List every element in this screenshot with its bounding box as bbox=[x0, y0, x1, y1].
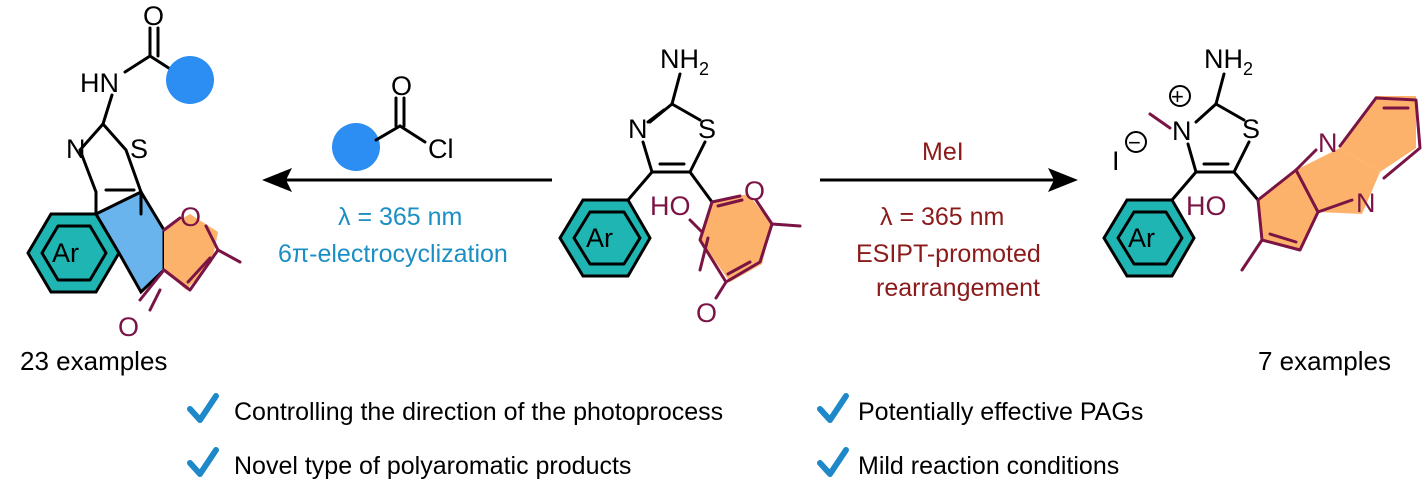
reagent-cl: Cl bbox=[428, 134, 454, 164]
sm-ar-label: Ar bbox=[586, 223, 613, 253]
feature-item: Novel type of polyaromatic products bbox=[187, 447, 631, 480]
acyl-chloride-reagent: O Cl bbox=[332, 71, 454, 171]
right-wavelength: λ = 365 nm bbox=[880, 203, 1004, 231]
svg-text:+: + bbox=[1171, 84, 1184, 109]
rp-n-plus: N bbox=[1172, 116, 1192, 146]
left-ar-label: Ar bbox=[52, 238, 79, 268]
sm-carbonyl-o: O bbox=[696, 298, 717, 328]
reagent-o: O bbox=[391, 71, 412, 101]
right-arrow bbox=[820, 168, 1078, 192]
feature-text: Controlling the direction of the photopr… bbox=[234, 398, 723, 426]
sm-thiazole-n: N bbox=[628, 114, 648, 144]
left-arrow bbox=[262, 168, 552, 192]
starting-material: NH2 N S Ar HO O O bbox=[558, 44, 802, 328]
left-r-group-circle bbox=[166, 56, 214, 104]
rp-pyrazine-n1: N bbox=[1318, 128, 1338, 158]
rp-iodide: I bbox=[1112, 146, 1120, 176]
sm-pyranone-ring bbox=[700, 194, 772, 282]
right-reagent: MeI bbox=[922, 138, 964, 166]
feature-list: Controlling the direction of the photopr… bbox=[187, 393, 1143, 480]
left-pyranone-ring bbox=[164, 214, 218, 290]
left-thiazole-s: S bbox=[130, 134, 148, 164]
left-wavelength: λ = 365 nm bbox=[338, 203, 462, 231]
sm-ring-o: O bbox=[744, 176, 765, 206]
check-icon bbox=[817, 393, 849, 423]
rp-ho: HO bbox=[1186, 191, 1227, 221]
left-product: Ar N S HN O O O 23 examples bbox=[20, 1, 242, 376]
feature-item: Mild reaction conditions bbox=[817, 447, 1119, 480]
feature-item: Controlling the direction of the photopr… bbox=[187, 393, 723, 426]
feature-text: Novel type of polyaromatic products bbox=[234, 452, 631, 480]
left-carbonyl-o: O bbox=[118, 312, 139, 342]
sm-nh2: NH2 bbox=[660, 44, 709, 79]
left-thiazole-n: N bbox=[66, 134, 86, 164]
feature-item: Potentially effective PAGs bbox=[817, 393, 1143, 426]
feature-text: Mild reaction conditions bbox=[858, 452, 1119, 480]
svg-text:−: − bbox=[1128, 130, 1141, 155]
check-icon bbox=[187, 393, 219, 423]
rp-pyrazine-ring bbox=[1296, 148, 1380, 214]
rp-s: S bbox=[1242, 114, 1260, 144]
right-product: NH2 N + S I − Ar HO N N 7 examples bbox=[1102, 44, 1422, 376]
left-process: 6π-electrocyclization bbox=[278, 240, 508, 268]
rp-plus-charge bbox=[1169, 85, 1191, 107]
left-examples: 23 examples bbox=[20, 346, 167, 376]
sm-ho: HO bbox=[650, 191, 691, 221]
right-process-line2: rearrangement bbox=[876, 274, 1040, 302]
check-icon bbox=[187, 447, 219, 477]
left-ring-o: O bbox=[180, 202, 201, 232]
check-icon bbox=[817, 447, 849, 477]
left-hn: HN bbox=[80, 68, 119, 98]
rp-ar-label: Ar bbox=[1128, 223, 1155, 253]
left-amide-o: O bbox=[143, 1, 164, 31]
rp-benzo-ring bbox=[1340, 96, 1416, 172]
rp-nh2: NH2 bbox=[1204, 44, 1253, 79]
rp-minus-charge bbox=[1125, 131, 1147, 153]
right-process-line1: ESIPT-promoted bbox=[856, 240, 1041, 268]
rp-pyrazine-n2: N bbox=[1356, 188, 1376, 218]
reagent-r-group-circle bbox=[332, 123, 380, 171]
sm-thiazole-s: S bbox=[698, 114, 716, 144]
feature-text: Potentially effective PAGs bbox=[858, 398, 1143, 426]
right-examples: 7 examples bbox=[1258, 346, 1391, 376]
